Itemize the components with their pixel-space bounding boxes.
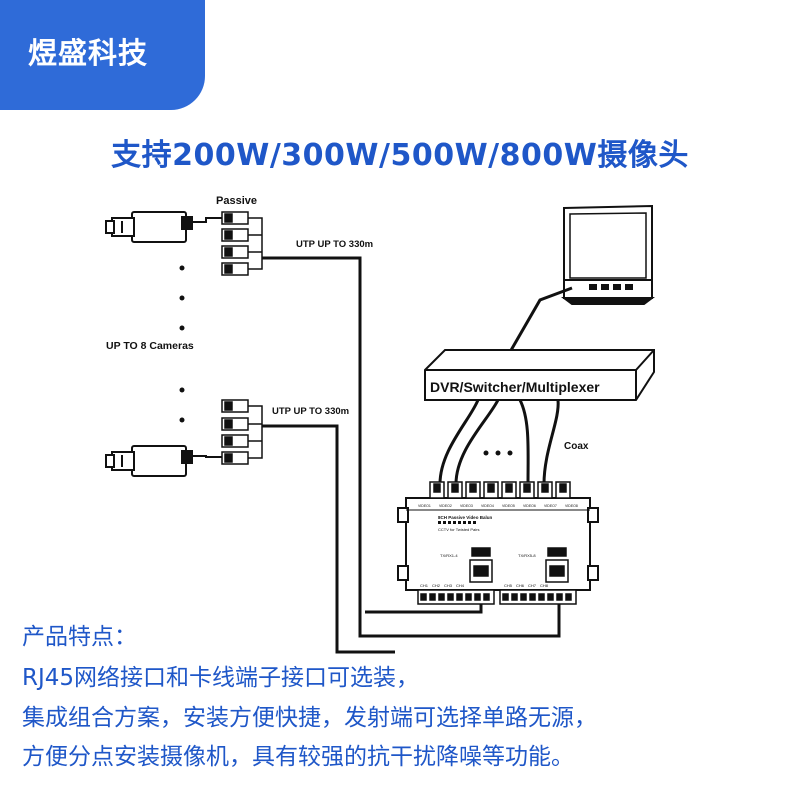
port-label: VIDEO1 <box>418 504 431 508</box>
port-label: VIDEO8 <box>565 504 578 508</box>
channel-label: CH6 <box>516 583 525 588</box>
terminal-block-right <box>499 589 577 605</box>
brand-name: 煜盛科技 <box>28 36 149 70</box>
balun-stack-bottom <box>221 399 263 465</box>
camera-lead-bottom <box>192 455 222 458</box>
channel-label: CH8 <box>540 583 549 588</box>
coax-cables <box>438 399 560 485</box>
dvr-box <box>424 349 655 401</box>
utp-bottom-label: UTP UP TO 330m <box>272 406 349 417</box>
port-label: VIDEO4 <box>481 504 494 508</box>
channel-label: CH2 <box>432 583 441 588</box>
dvr-label: DVR/Switcher/Multiplexer <box>430 379 600 395</box>
monitor-icon <box>561 204 655 305</box>
bnc-ports <box>429 481 571 499</box>
channel-labels: CH1 CH2 CH3 CH4 CH5 CH6 CH7 CH8 <box>420 583 549 588</box>
features-title: 产品特点： <box>22 624 137 650</box>
port-label: VIDEO2 <box>439 504 452 508</box>
rj45-jack-right <box>545 547 569 583</box>
headline: 支持200W/300W/500W/800W摄像头 <box>111 138 689 173</box>
camera-icon-top <box>105 211 193 243</box>
channel-label: CH5 <box>504 583 513 588</box>
utp-cable-bottom <box>262 424 395 654</box>
video-cable-monitor <box>508 286 573 353</box>
balun-stack-top <box>221 211 263 276</box>
utp-top-label: UTP UP TO 330m <box>296 239 373 250</box>
channel-label: CH4 <box>456 583 465 588</box>
camera-icon-bottom <box>105 445 193 477</box>
feature-line: 方便分点安装摄像机，具有较强的抗干扰降噪等功能。 <box>22 744 574 770</box>
camera-lead-top <box>192 217 222 223</box>
port-label: VIDEO5 <box>502 504 515 508</box>
port-label: VIDEO7 <box>544 504 557 508</box>
feature-line: RJ45网络接口和卡线端子接口可选装， <box>22 665 420 691</box>
port-label: VIDEO6 <box>523 504 536 508</box>
channel-label: CH3 <box>444 583 453 588</box>
label-strip <box>438 521 476 524</box>
balun-subtitle: CCTV for Twisted Pairs <box>438 527 480 532</box>
ellipsis-dots-horizontal <box>483 450 513 456</box>
port-labels: VIDEO1 VIDEO2 VIDEO3 VIDEO4 VIDEO5 VIDEO… <box>418 504 578 508</box>
terminal-block-left <box>417 589 495 605</box>
feature-line: 集成组合方案，安装方便快捷，发射端可选择单路无源， <box>22 705 597 731</box>
rj45-label: TX/RX1-4 <box>440 553 458 558</box>
passive-label: Passive <box>216 195 257 207</box>
port-label: VIDEO3 <box>460 504 473 508</box>
balun-title: 8CH Passive Video Balun <box>438 515 492 520</box>
coax-label: Coax <box>564 441 589 452</box>
rj45-label: TX/RX5-8 <box>518 553 536 558</box>
rj45-jack-left <box>469 547 493 583</box>
channel-label: CH1 <box>420 583 429 588</box>
ellipsis-dots-vertical <box>179 265 185 423</box>
channel-label: CH7 <box>528 583 537 588</box>
utp-cable-top <box>262 256 561 638</box>
brand-badge: 煜盛科技 <box>0 0 205 110</box>
cameras-count-label: UP TO 8 Cameras <box>106 340 194 352</box>
